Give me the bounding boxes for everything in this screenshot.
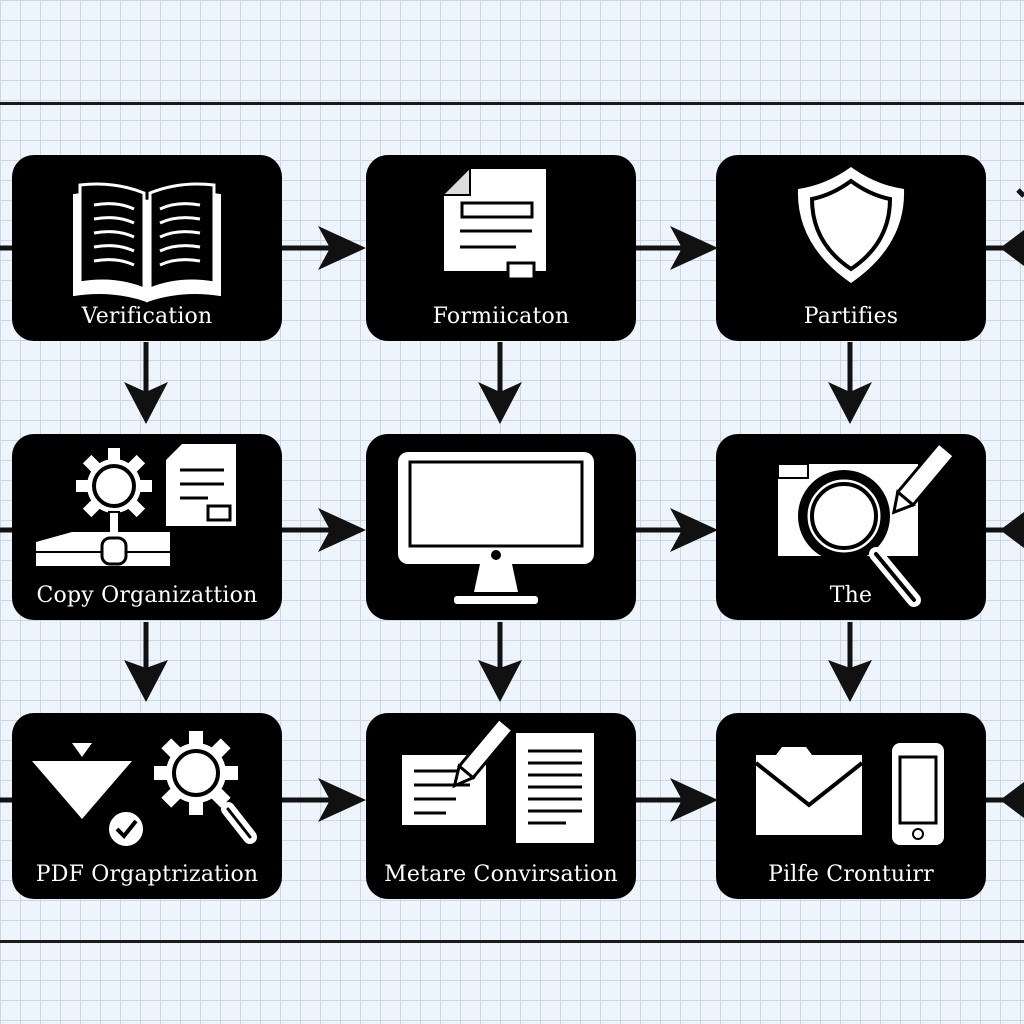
node-label: PDF Orgaptrization <box>35 862 259 887</box>
arrow-r1-c2-c3 <box>634 226 718 270</box>
arrow-c1-r2-r3 <box>124 622 168 702</box>
shield-icon <box>797 167 905 283</box>
document-icon <box>444 169 546 281</box>
open-book-icon <box>73 182 221 333</box>
arrow-r2-c2-c3 <box>634 508 718 552</box>
node-label: Pilfe Crontuirr <box>768 862 934 887</box>
magnifier-pencil-icon <box>777 440 957 607</box>
arrow-r1-c3-out <box>986 230 1024 266</box>
node-label: Formiicaton <box>432 304 570 329</box>
arrow-r1-c1-c2 <box>282 226 366 270</box>
monitor-icon <box>398 452 594 604</box>
arrow-c2-r1-r2 <box>478 342 522 424</box>
node-the[interactable]: The <box>716 434 986 620</box>
node-formiicaton[interactable]: Formiicaton <box>366 155 636 341</box>
arrow-c1-r1-r2 <box>124 342 168 424</box>
node-label: Metare Convirsation <box>384 862 618 887</box>
node-monitor[interactable] <box>366 434 636 620</box>
arrow-c2-r2-r3 <box>478 622 522 702</box>
arrow-r3-c2-c3 <box>634 778 718 822</box>
node-pdf-organization[interactable]: PDF Orgaptrization <box>12 713 282 899</box>
edit-document-icon <box>402 716 594 843</box>
arrow-r3-c3-out <box>986 782 1024 818</box>
arrow-stub-top-right <box>1016 188 1024 198</box>
gear-magnifier-document-icon <box>36 444 236 566</box>
node-copy-organization[interactable]: Copy Organizattion <box>12 434 282 620</box>
arrow-r3-c1-c2 <box>282 778 366 822</box>
node-label: The <box>829 583 873 608</box>
arrow-c3-r1-r2 <box>828 342 872 424</box>
node-label: Partifies <box>803 304 899 329</box>
node-label: Verification <box>81 304 213 329</box>
arrow-r2-c3-out <box>986 512 1024 548</box>
node-pilfe-crontuirr[interactable]: Pilfe Crontuirr <box>716 713 986 899</box>
funnel-gear-check-icon <box>32 731 257 848</box>
bottom-divider-line <box>0 940 1024 943</box>
arrow-r2-c1-c2 <box>282 508 366 552</box>
top-divider-line <box>0 102 1024 105</box>
node-verification[interactable]: Verification <box>12 155 282 341</box>
node-label: Copy Organizattion <box>36 583 258 608</box>
envelope-phone-icon <box>754 743 944 845</box>
node-metare-convirsation[interactable]: Metare Convirsation <box>366 713 636 899</box>
arrow-c3-r2-r3 <box>828 622 872 702</box>
node-partifies[interactable]: Partifies <box>716 155 986 341</box>
